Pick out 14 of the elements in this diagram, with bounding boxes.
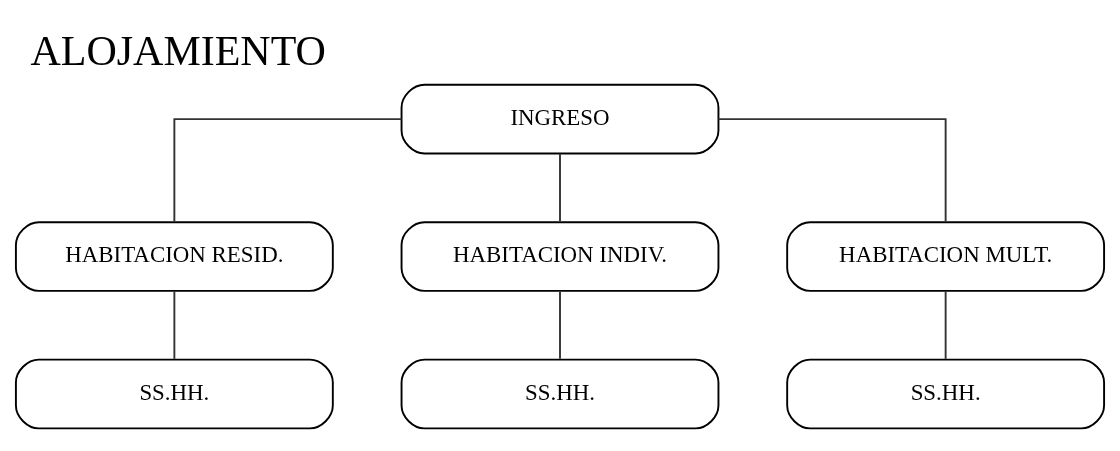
connector <box>559 289 561 360</box>
node-box: SS.HH. <box>786 358 1106 429</box>
connector <box>944 289 947 360</box>
connector <box>717 117 947 223</box>
node-box: HABITACION INDIV. <box>400 220 720 292</box>
node-box: SS.HH. <box>14 358 334 429</box>
node-box: SS.HH. <box>400 358 720 429</box>
connector <box>173 289 176 360</box>
connector <box>173 117 403 223</box>
node-box: HABITACION MULT. <box>786 220 1106 292</box>
connector <box>559 152 561 222</box>
diagram-title: ALOJAMIENTO <box>30 27 326 74</box>
node-box: HABITACION RESID. <box>14 220 334 292</box>
node-box: INGRESO <box>400 83 720 154</box>
